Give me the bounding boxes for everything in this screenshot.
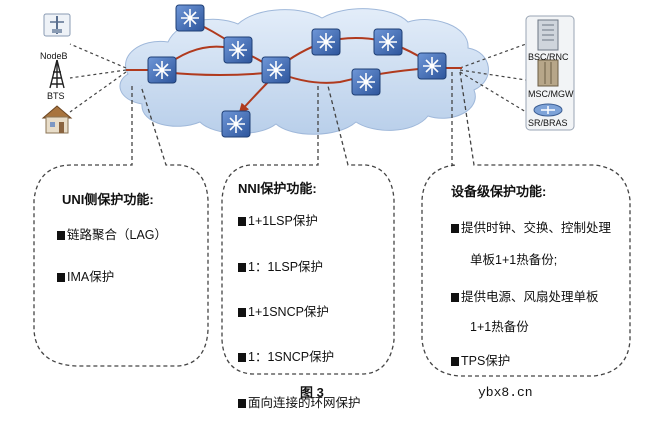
nni-item-1: 1+1LSP保护 xyxy=(238,214,318,229)
device-line-4: 1+1热备份 xyxy=(470,320,529,334)
router-icon xyxy=(351,68,381,96)
uni-item-lag: 链路聚合（LAG） xyxy=(57,228,167,243)
access-link-sr xyxy=(459,71,527,113)
bsc-rnc-label: BSC/RNC xyxy=(528,52,569,62)
router-icon xyxy=(223,36,253,64)
access-link-nodeb xyxy=(69,43,127,69)
msc-mgw-cabinet-icon xyxy=(537,59,559,87)
device-callout-outline xyxy=(421,71,631,377)
bsc-rnc-cabinet-icon xyxy=(537,19,559,51)
router-icon xyxy=(417,52,447,80)
router-icon xyxy=(373,28,403,56)
device-box-title: 设备级保护功能: xyxy=(451,184,547,199)
figure-caption: 图 3 xyxy=(300,385,324,400)
access-link-house xyxy=(69,71,127,113)
device-line-3: 提供电源、风扇处理单板 xyxy=(451,290,599,305)
uni-item-ima: IMA保护 xyxy=(57,270,114,285)
nni-callout-outline xyxy=(221,85,395,375)
nodeb-label: NodeB xyxy=(40,51,68,61)
access-link-msc xyxy=(459,69,527,81)
router-group xyxy=(147,4,447,138)
device-line-1: 提供时钟、交换、控制处理 xyxy=(451,221,611,236)
access-link-bts xyxy=(69,69,127,79)
router-icon xyxy=(311,28,341,56)
router-icon xyxy=(147,56,177,84)
building-icon xyxy=(41,105,73,134)
nni-item-5: 面向连接的环网保护 xyxy=(238,396,361,411)
device-line-5: TPS保护 xyxy=(451,354,510,369)
nni-item-2: 1：1LSP保护 xyxy=(238,260,323,275)
nni-item-4: 1：1SNCP保护 xyxy=(238,350,334,365)
watermark: ybx8.cn xyxy=(478,385,533,400)
sr-bras-router-icon xyxy=(533,103,563,117)
callout-bubbles xyxy=(33,71,631,377)
nni-box-title: NNI保护功能: xyxy=(238,181,317,196)
lsp-path-lower xyxy=(162,67,431,84)
nni-item-3: 1+1SNCP保护 xyxy=(238,305,329,320)
bts-label: BTS xyxy=(47,91,65,101)
nodeb-device xyxy=(43,13,71,37)
sr-bras-label: SR/BRAS xyxy=(528,118,568,128)
access-links xyxy=(69,43,527,113)
router-icon xyxy=(261,56,291,84)
bts-tower-icon xyxy=(49,59,65,89)
device-line-2: 单板1+1热备份; xyxy=(470,253,558,267)
router-icon xyxy=(221,110,251,138)
router-icon xyxy=(175,4,205,32)
uni-callout-outline xyxy=(33,85,209,367)
msc-mgw-label: MSC/MGW xyxy=(528,89,574,99)
uni-box-title: UNI侧保护功能: xyxy=(62,192,154,207)
